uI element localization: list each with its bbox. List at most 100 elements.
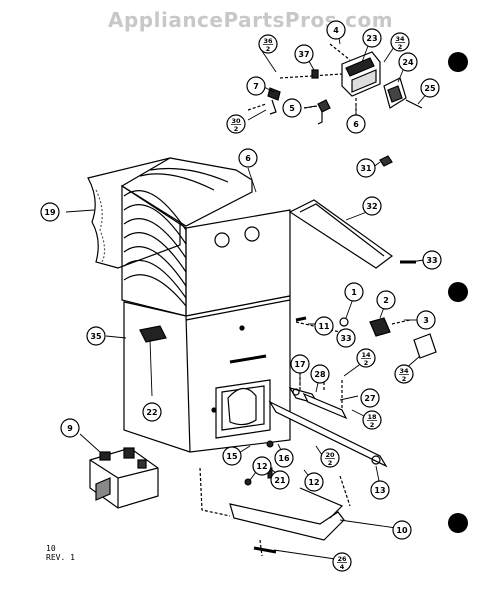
top-panel-32 [288, 199, 416, 269]
callout-c31: 31 [356, 158, 376, 178]
callout-c5: 5 [282, 98, 302, 118]
callout-number: 20 [325, 451, 335, 459]
callout-quantity: 2 [402, 375, 407, 383]
callout-c22: 22 [142, 402, 162, 422]
callout-c2: 2 [376, 290, 396, 310]
callout-number: 10 [396, 526, 408, 535]
callout-c12a: 12 [252, 456, 272, 476]
callout-circle [356, 158, 376, 178]
callout-c13: 13 [370, 480, 390, 500]
callout-c33a: 33 [422, 250, 442, 270]
callout-c26: 264 [332, 552, 352, 572]
callout-number: 28 [314, 370, 326, 379]
callout-c34b: 342 [394, 364, 414, 384]
callout-number: 33 [426, 256, 437, 265]
callout-c16: 16 [274, 448, 294, 468]
callout-circle [282, 98, 302, 118]
callout-c28: 28 [310, 364, 330, 384]
callout-c23: 23 [362, 28, 382, 48]
callout-number: 33 [340, 334, 351, 343]
callout-circle [294, 44, 314, 64]
callout-number: 12 [256, 462, 267, 471]
callout-number: 24 [402, 58, 414, 67]
callout-circle [142, 402, 162, 422]
binder-hole-middle [448, 282, 468, 302]
callout-number: 6 [353, 120, 359, 129]
callout-c27: 27 [360, 388, 380, 408]
callout-circle [226, 114, 246, 134]
callout-circle [258, 34, 278, 54]
callout-c34: 342 [390, 32, 410, 52]
callout-circle [222, 446, 242, 466]
callout-number: 12 [308, 478, 319, 487]
callout-circle [336, 328, 356, 348]
callout-circle [314, 316, 334, 336]
callout-c3: 3 [416, 310, 436, 330]
binder-hole-bottom [448, 513, 468, 533]
callout-circle [362, 28, 382, 48]
callout-quantity: 2 [364, 359, 369, 367]
callout-number: 6 [245, 154, 251, 163]
callout-circle [360, 388, 380, 408]
revision-label: REV. 1 [46, 553, 75, 562]
callout-c30: 302 [226, 114, 246, 134]
callout-number: 36 [263, 37, 273, 45]
callout-number: 30 [231, 117, 241, 125]
gas-valve-9 [89, 447, 159, 509]
callout-quantity: 2 [398, 43, 403, 51]
callout-number: 26 [337, 555, 347, 563]
callout-c18: 182 [362, 410, 382, 430]
callout-circle [392, 520, 412, 540]
page-number: 10 [46, 544, 56, 553]
callout-circle [332, 552, 352, 572]
callout-circle [398, 52, 418, 72]
callout-circle [274, 448, 294, 468]
callout-quantity: 2 [266, 45, 271, 53]
revision-note: 10 REV. 1 [46, 544, 75, 562]
callout-c11: 11 [314, 316, 334, 336]
callout-number: 35 [90, 332, 102, 341]
callout-number: 13 [374, 486, 385, 495]
callout-circle [304, 472, 324, 492]
callout-circle [60, 418, 80, 438]
binder-hole-top [448, 52, 468, 72]
callout-number: 34 [395, 35, 405, 43]
callout-circle [40, 202, 60, 222]
callout-number: 21 [274, 476, 286, 485]
callout-circle [394, 364, 414, 384]
callout-circle [370, 480, 390, 500]
callout-number: 19 [44, 208, 56, 217]
callout-number: 23 [366, 34, 377, 43]
callout-number: 22 [146, 408, 157, 417]
furnace-cabinet [87, 157, 291, 453]
callout-c1: 1 [344, 282, 364, 302]
callout-number: 5 [289, 104, 295, 113]
callout-circle [290, 354, 310, 374]
callout-quantity: 2 [370, 421, 375, 429]
limit-switch-parts [295, 316, 437, 359]
callout-circle [390, 32, 410, 52]
callout-number: 25 [424, 84, 436, 93]
callout-quantity: 2 [328, 459, 333, 467]
callout-c12b: 12 [304, 472, 324, 492]
callout-c21: 21 [270, 470, 290, 490]
callout-circle [420, 78, 440, 98]
callout-number: 9 [67, 424, 73, 433]
callout-quantity: 2 [234, 125, 239, 133]
callout-c33b: 33 [336, 328, 356, 348]
callout-circle [238, 148, 258, 168]
bottom-bracket-10 [199, 467, 351, 557]
callout-c6b: 6 [238, 148, 258, 168]
callout-quantity: 4 [340, 563, 345, 571]
callout-circle [346, 114, 366, 134]
callout-number: 15 [226, 452, 238, 461]
callout-circle [246, 76, 266, 96]
callout-number: 7 [253, 82, 259, 91]
callout-c9: 9 [60, 418, 80, 438]
callout-number: 16 [278, 454, 290, 463]
callout-circle [326, 20, 346, 40]
callout-number: 17 [294, 360, 305, 369]
callout-c20: 202 [320, 448, 340, 468]
